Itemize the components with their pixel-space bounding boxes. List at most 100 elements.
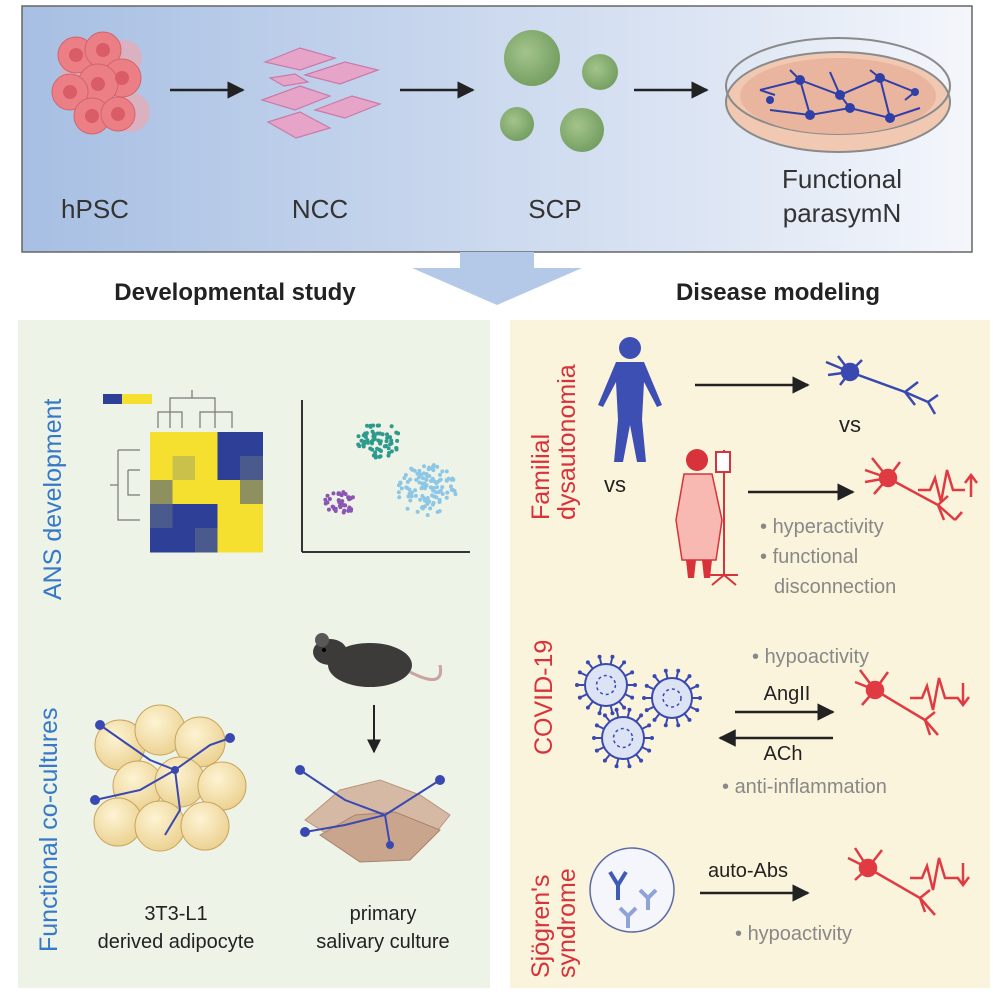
virus-spike [647,685,655,691]
scatter-point [409,490,414,495]
scatter-point [420,494,425,499]
virus-spike-tip [687,674,692,679]
scatter-point [361,439,366,444]
scatter-point [343,491,348,496]
activity-trace-covid [910,677,957,711]
scatter-point [326,507,331,512]
stage-label-hpsc: hPSC [61,194,129,224]
heatmap-cell [172,456,196,481]
stage-label-functional-line1: Functional [782,164,902,194]
virus-spike-tip [644,683,649,688]
covid-label: COVID-19 [530,639,558,755]
adipocyte-caption-line2: derived adipocyte [98,931,255,953]
scatter-point [340,499,345,504]
heatmap-cell [195,528,218,553]
scatter-point [346,508,351,513]
scatter-point [339,493,344,498]
virus-spike-tip [630,695,635,700]
scatter-point [444,495,449,500]
scatter-point [384,439,389,444]
virus-spike [609,657,614,665]
virus-spike [624,693,632,699]
scatter-point [445,490,450,495]
virus-spike-tip [652,674,657,679]
scatter-point [434,490,439,495]
virus-spike-tip [642,696,646,700]
scatter-point [438,472,443,477]
scatter-point [413,488,418,493]
heatmap-cell [150,432,173,457]
scatter-point [440,485,445,490]
heatmap-cell [217,480,241,505]
virus-body [651,677,693,719]
virus-icon [575,654,702,769]
virus-spike [618,700,625,708]
virus-spike [689,685,697,691]
virus-core [612,727,634,749]
virus-spike [626,710,631,718]
ach-label: ACh [764,743,803,765]
scatter-point [365,423,370,428]
scatter-point [384,432,389,437]
virus-spike-tip [597,711,602,716]
virus-spike [683,713,690,720]
stage-label-functional-line2: parasymN [783,198,901,228]
scatter-point [414,477,419,482]
scatter-point [331,491,336,496]
scatter-point [425,501,430,506]
heatmap-cell [240,432,263,457]
scatter-point [421,476,426,481]
auto-abs-label: auto-Abs [708,860,788,882]
activity-trace-sjogren [910,857,957,891]
neuron-red-icon-sjogren [847,847,936,916]
scatter-point [327,497,332,502]
heatmap-cell [150,504,173,529]
ncc-cells-icon [260,47,382,139]
heatmap-cell [150,480,173,505]
virus-spike [635,753,642,761]
virus-spike-tip [614,764,619,769]
scatter-point [323,501,328,506]
scatter-point [373,455,378,460]
scatter-point [426,465,431,470]
virus-spike [689,705,697,711]
heatmap-cell [217,504,241,529]
arrow-down-icon-sjogren [956,863,970,888]
virus-spike [580,693,588,699]
scatter-point [437,509,442,514]
virus-spike-tip [577,695,582,700]
scatter-point [451,477,456,482]
virus-spike [604,715,611,723]
mouse-icon [313,633,443,687]
covid-hypoactivity: • hypoactivity [752,646,869,668]
antibody-circle-icon [589,847,675,933]
scatter-point [440,492,445,497]
scatter-point [370,441,375,446]
virus-spike [675,671,679,679]
scatter-point [405,506,410,511]
virus-spike [624,671,632,677]
scatter-point [346,495,351,500]
adipocyte-caption-line1: 3T3-L1 [144,903,207,925]
scatter-point [425,498,430,503]
scatter-point [397,495,402,500]
heatmap-cell [195,432,218,457]
heatmap-cell [240,504,263,529]
virus-spike [587,700,594,708]
virus-core [595,674,617,696]
scatter-point [389,424,394,429]
section-title-right: Disease modeling [676,279,880,306]
functional-cocultures-label: Functional co-cultures [35,707,63,952]
virus-spike [615,758,620,766]
heatmap-cell [172,432,196,457]
scatter-point [407,487,412,492]
scatter-point [377,447,382,452]
scatter-point [394,447,399,452]
heatmap-cell [195,504,218,529]
virus-spike-tip [585,705,590,710]
virus-body [584,663,628,707]
heatmap-cell [172,504,196,529]
neuron-red-icon-fd [864,457,963,521]
virus-spike-tip [663,723,668,728]
